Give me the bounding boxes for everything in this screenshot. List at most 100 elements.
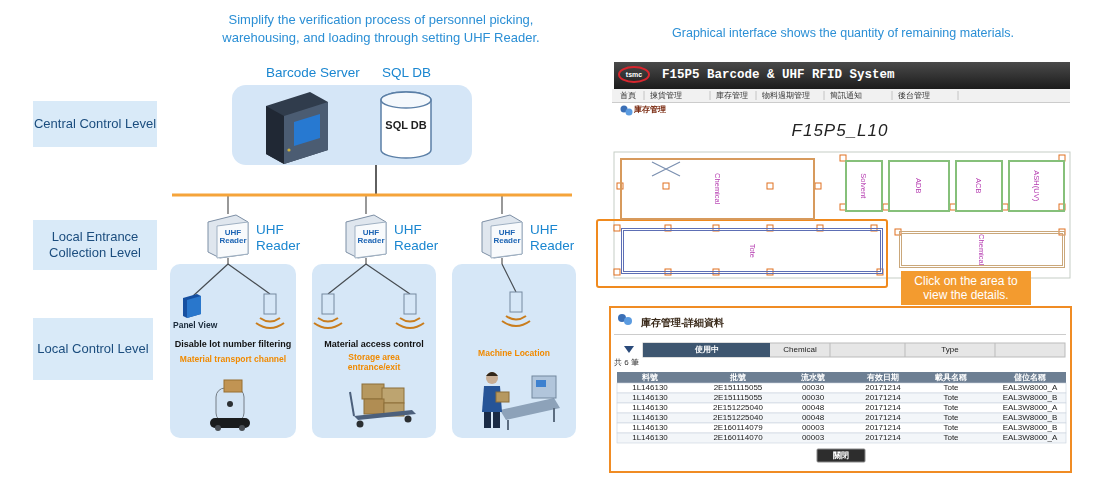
storage-room: Chemical	[899, 231, 1065, 268]
panel-text: Panel View	[173, 320, 217, 330]
menu-item: 簡訊通知	[830, 91, 862, 101]
table-cell: EAL3W8000_A	[995, 383, 1065, 393]
detail-panel-body-part	[624, 317, 632, 325]
table-cell: 20171214	[838, 423, 928, 433]
table-cell: 1L146130	[620, 403, 680, 413]
local-panel: Machine Location	[452, 264, 576, 438]
table-cell: 20171214	[838, 383, 928, 393]
database-cylinder: SQL DB	[380, 91, 432, 159]
detail-panel-body-part-part	[617, 403, 1066, 413]
detail-panel-body	[614, 314, 1066, 462]
table-cell: Tote	[933, 403, 969, 413]
menu-item: 後台管理	[898, 91, 930, 101]
table-cell: Tote	[933, 423, 969, 433]
detail-panel-body-part	[817, 449, 865, 462]
storage-room: ACB	[955, 160, 1003, 212]
detail-panel-body-part-part	[617, 393, 1066, 403]
cylinder-top	[381, 92, 431, 108]
table-header: 料號	[620, 373, 680, 383]
storage-room: Solvent	[845, 160, 883, 212]
level-label: Local Entrance Collection Level	[33, 229, 157, 262]
storage-room: ADB	[888, 160, 950, 212]
table-cell: 00048	[793, 413, 833, 423]
table-cell: EAL3W8000_B	[995, 413, 1065, 423]
menu-item: 首頁	[620, 91, 636, 101]
panel-text: Disable lot number filtering	[172, 339, 294, 350]
close-button-text: 關閉	[817, 450, 865, 461]
level-label: Local Control Level	[37, 341, 148, 357]
table-header: 有效日期	[838, 373, 928, 383]
level-label: Central Control Level	[34, 116, 156, 132]
floor-plan	[597, 152, 1070, 287]
storage-room: Tote	[621, 228, 883, 274]
reader-face	[217, 222, 248, 258]
cylinder-body	[381, 92, 431, 158]
floor-plan-part-part	[815, 183, 821, 189]
detail-panel-body-part	[830, 343, 995, 357]
table-cell: EAL3W8000_A	[995, 433, 1065, 443]
callout-box: Click on the area to view the details.	[901, 271, 1031, 305]
section-heading: Graphical interface shows the quantity o…	[614, 26, 1072, 40]
diagram-title: Simplify the verification process of per…	[191, 11, 571, 47]
table-cell: EAL3W8000_B	[995, 393, 1065, 403]
floor-plan-part-part	[663, 183, 669, 189]
floor-plan-part-part	[767, 183, 773, 189]
table-cell: 00030	[793, 393, 833, 403]
room-label: ACB	[975, 178, 983, 193]
table-cell: 1L146130	[620, 413, 680, 423]
device-heading: Barcode Server	[266, 65, 386, 81]
detail-panel-body-part	[643, 343, 1065, 357]
table-cell: 20171214	[838, 403, 928, 413]
table-cell: 1L146130	[620, 423, 680, 433]
callout-text: Click on the area to view the details.	[901, 274, 1031, 302]
table-cell: 2E151225040	[690, 413, 786, 423]
table-cell: 2E151115055	[690, 393, 786, 403]
panel-text: Storage area entrance/exit	[332, 352, 416, 372]
floor-plan-part	[652, 162, 680, 176]
menu-item: 庫存管理	[716, 91, 748, 101]
panel-text: Material access control	[316, 339, 432, 350]
reader-label: UHF Reader	[218, 229, 248, 246]
filter-tab: Chemical	[770, 345, 830, 355]
detail-panel-body-part	[614, 334, 1066, 335]
table-cell: Tote	[933, 413, 969, 423]
room-label: Chemical	[714, 173, 722, 204]
table-cell: 2E160114070	[690, 433, 786, 443]
detail-panel-body-part-part	[617, 423, 1066, 433]
filter-tab: Type	[905, 345, 995, 355]
floor-plan-part	[597, 220, 887, 287]
floor-plan-part	[614, 152, 1070, 278]
uhf-reader: UHF ReaderUHF Reader	[344, 214, 388, 258]
storage-room: Chemical	[620, 158, 815, 220]
reader-body	[482, 215, 522, 258]
table-cell: 00003	[793, 423, 833, 433]
table-cell: 2E151115055	[690, 383, 786, 393]
local-panel: Panel ViewDisable lot number filteringMa…	[170, 264, 296, 438]
table-cell: 00003	[793, 433, 833, 443]
table-cell: 20171214	[838, 433, 928, 443]
floor-plan-part-part	[614, 269, 620, 275]
menu-item: 物料過期管理	[762, 91, 810, 101]
storage-room: ASH(UV)	[1008, 160, 1065, 212]
table-cell: 2E151225040	[690, 403, 786, 413]
menu-bar-part	[612, 102, 1070, 103]
menu-item: 揀貨管理	[650, 91, 682, 101]
room-label: Tote	[748, 244, 756, 258]
panel-text: Material transport channel	[174, 354, 292, 364]
detail-panel-body-part	[624, 346, 634, 353]
table-cell: Tote	[933, 383, 969, 393]
table-cell: Tote	[933, 433, 969, 443]
floor-plan-part	[614, 155, 1065, 275]
record-count: 共 6 筆	[614, 358, 639, 368]
table-cell: 20171214	[838, 393, 928, 403]
reader-label: UHF Reader	[530, 222, 580, 254]
reader-label: UHF Reader	[256, 222, 306, 254]
detail-panel-body-part-part	[617, 413, 1066, 423]
uhf-reader: UHF ReaderUHF Reader	[480, 214, 524, 258]
app-title: F15P5 Barcode & UHF RFID System	[662, 68, 895, 82]
menu-bar-part	[612, 89, 1070, 102]
room-label: Chemical	[978, 234, 986, 265]
connector-line	[376, 165, 502, 214]
table-cell: 2E160114079	[690, 423, 786, 433]
reader-body	[208, 215, 248, 258]
